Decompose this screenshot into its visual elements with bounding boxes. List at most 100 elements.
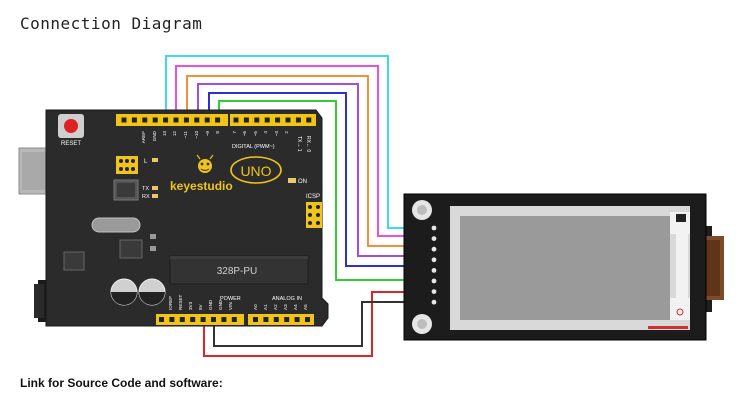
header-hole bbox=[295, 117, 301, 123]
wires bbox=[165, 55, 406, 357]
analog-pin-label: A0 bbox=[253, 304, 258, 310]
header-hole bbox=[243, 117, 249, 123]
reset-label: RESET bbox=[61, 141, 81, 147]
header-hole bbox=[163, 117, 169, 123]
digital-header-right bbox=[230, 114, 316, 126]
display-pin bbox=[431, 236, 437, 242]
model-text: UNO bbox=[240, 163, 271, 179]
icsp-small bbox=[116, 156, 138, 174]
header-hole bbox=[253, 317, 258, 322]
header-hole bbox=[231, 317, 237, 322]
display-module bbox=[403, 193, 724, 341]
power-header bbox=[156, 314, 244, 325]
power-pin-label: 3V3 bbox=[188, 301, 193, 310]
digital-pin-label: ~11 bbox=[183, 131, 188, 139]
analog-pin-label: A3 bbox=[283, 304, 288, 310]
header-hole bbox=[285, 117, 291, 123]
header-hole bbox=[204, 117, 210, 123]
header-hole bbox=[211, 317, 216, 322]
tx-pin-label: TX→ 1 bbox=[296, 136, 302, 152]
digital-pin-label: GND bbox=[152, 130, 157, 141]
header-hole bbox=[273, 317, 279, 322]
digital-pin-label: ~6 bbox=[242, 131, 247, 137]
uno-badge: UNO bbox=[230, 156, 282, 184]
wire-cyan bbox=[165, 55, 406, 229]
led-l-label: L bbox=[144, 159, 148, 165]
display-pin bbox=[431, 246, 437, 252]
digital-pin-label: AREF bbox=[141, 131, 146, 143]
header-hole bbox=[294, 317, 300, 322]
power-label: POWER bbox=[220, 296, 241, 302]
icsp-label: ICSP bbox=[306, 194, 320, 200]
header-hole bbox=[305, 317, 310, 322]
screen-area bbox=[460, 216, 670, 320]
header-hole bbox=[121, 117, 127, 123]
header-hole bbox=[263, 317, 269, 322]
header-hole bbox=[275, 117, 281, 123]
header-hole bbox=[169, 317, 175, 322]
wire-orange bbox=[186, 75, 406, 247]
main-chip bbox=[169, 255, 309, 285]
digital-pin-label: 8 bbox=[215, 131, 220, 134]
wire-purple bbox=[197, 83, 406, 257]
header-hole bbox=[159, 317, 164, 322]
header-hole bbox=[142, 117, 148, 123]
analog-pin-label: A5 bbox=[303, 304, 308, 310]
wire-blue bbox=[208, 92, 406, 267]
header-hole bbox=[194, 117, 200, 123]
header-hole bbox=[284, 317, 290, 322]
led-tx-label: TX bbox=[142, 186, 149, 192]
header-hole bbox=[190, 317, 196, 322]
crystal bbox=[91, 217, 141, 233]
header-hole bbox=[221, 317, 227, 322]
header-hole bbox=[233, 117, 239, 123]
header-hole bbox=[215, 117, 221, 123]
header-hole bbox=[131, 117, 137, 123]
source-code-link-text: Link for Source Code and software: bbox=[20, 376, 223, 390]
wire-red bbox=[203, 291, 406, 357]
wire-green bbox=[218, 100, 406, 281]
header-hole bbox=[183, 117, 189, 123]
page-title: Connection Diagram bbox=[20, 14, 203, 33]
chip-label: 328P-PU bbox=[217, 266, 258, 277]
header-hole bbox=[264, 117, 270, 123]
wire-magenta bbox=[175, 65, 406, 237]
power-pin-label: RESET bbox=[178, 294, 183, 310]
digital-pin-label: ~9 bbox=[205, 131, 210, 137]
digital-label: DIGITAL (PWM~) bbox=[232, 144, 275, 150]
header-hole bbox=[173, 117, 179, 123]
display-pin bbox=[431, 268, 437, 273]
digital-pin-label: 7 bbox=[232, 131, 237, 134]
voltage-regulator bbox=[119, 239, 143, 259]
header-hole bbox=[200, 317, 206, 322]
header-hole bbox=[254, 117, 260, 123]
digital-pin-label: 4 bbox=[263, 131, 268, 134]
analog-label: ANALOG IN bbox=[272, 296, 302, 302]
header-hole bbox=[152, 117, 158, 123]
on-label: ON bbox=[298, 179, 307, 185]
digital-pin-label: 12 bbox=[172, 131, 177, 137]
analog-pin-label: A1 bbox=[263, 304, 268, 310]
keyestudio-logo: keyestudio bbox=[170, 154, 233, 193]
header-hole bbox=[179, 317, 185, 322]
power-pin-label: GND bbox=[218, 299, 223, 310]
digital-pin-label: 13 bbox=[162, 131, 167, 137]
analog-pin-label: A2 bbox=[273, 304, 278, 310]
display-pin bbox=[431, 225, 437, 231]
power-pin-label: VIN bbox=[228, 302, 233, 310]
digital-pin-label: ~10 bbox=[194, 131, 199, 139]
wire-black bbox=[213, 301, 406, 347]
arduino-board: RESET AREF GND 13 12 ~11 ~10 ~9 8 7 ~6 ~5 4 ~3 2 DIGI… bbox=[18, 109, 329, 327]
digital-pin-label: 2 bbox=[284, 131, 289, 134]
display-pin bbox=[431, 278, 437, 284]
board-pcb bbox=[45, 109, 329, 327]
digital-pin-label: ~3 bbox=[274, 131, 279, 137]
digital-header-left bbox=[116, 114, 228, 126]
digital-pin-label: ~5 bbox=[253, 131, 258, 137]
analog-pin-label: A4 bbox=[293, 304, 298, 310]
display-pin bbox=[431, 257, 437, 263]
brand-text: keyestudio bbox=[170, 179, 233, 193]
power-pin-label: 5V bbox=[198, 303, 203, 310]
display-pin bbox=[431, 289, 437, 294]
